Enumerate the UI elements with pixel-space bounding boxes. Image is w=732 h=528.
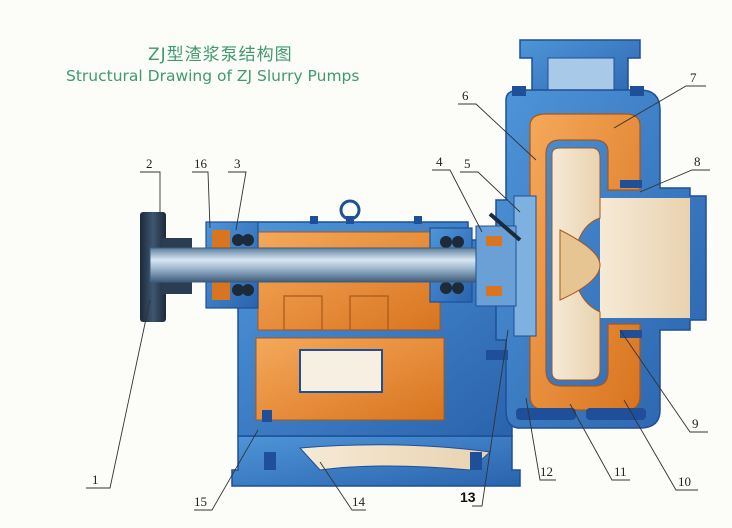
pump-base xyxy=(231,435,521,487)
callout-12: 12 xyxy=(540,464,553,479)
callout-6: 6 xyxy=(462,88,469,103)
diagram-title-english: Structural Drawing of ZJ Slurry Pumps xyxy=(66,67,360,85)
callout-16: 16 xyxy=(194,156,208,171)
callout-3: 3 xyxy=(234,156,241,171)
pump-casing xyxy=(475,39,707,429)
callout-13: 13 xyxy=(460,489,476,505)
callout-7: 7 xyxy=(690,70,697,85)
callout-5: 5 xyxy=(464,156,471,171)
callout-labels: 1 2 3 4 5 6 7 8 9 10 11 12 13 14 15 16 xyxy=(92,70,701,509)
callout-8: 8 xyxy=(694,154,701,169)
callout-10: 10 xyxy=(678,474,691,489)
leader-lines xyxy=(86,85,710,511)
callout-2: 2 xyxy=(146,156,153,171)
callout-11: 11 xyxy=(614,464,627,479)
diagram-title-chinese: ZJ型渣浆泵结构图 xyxy=(148,45,293,65)
callout-1: 1 xyxy=(92,472,99,487)
callout-9: 9 xyxy=(692,416,699,431)
callout-15: 15 xyxy=(194,494,207,509)
callout-14: 14 xyxy=(352,494,366,509)
callout-4: 4 xyxy=(436,154,443,169)
